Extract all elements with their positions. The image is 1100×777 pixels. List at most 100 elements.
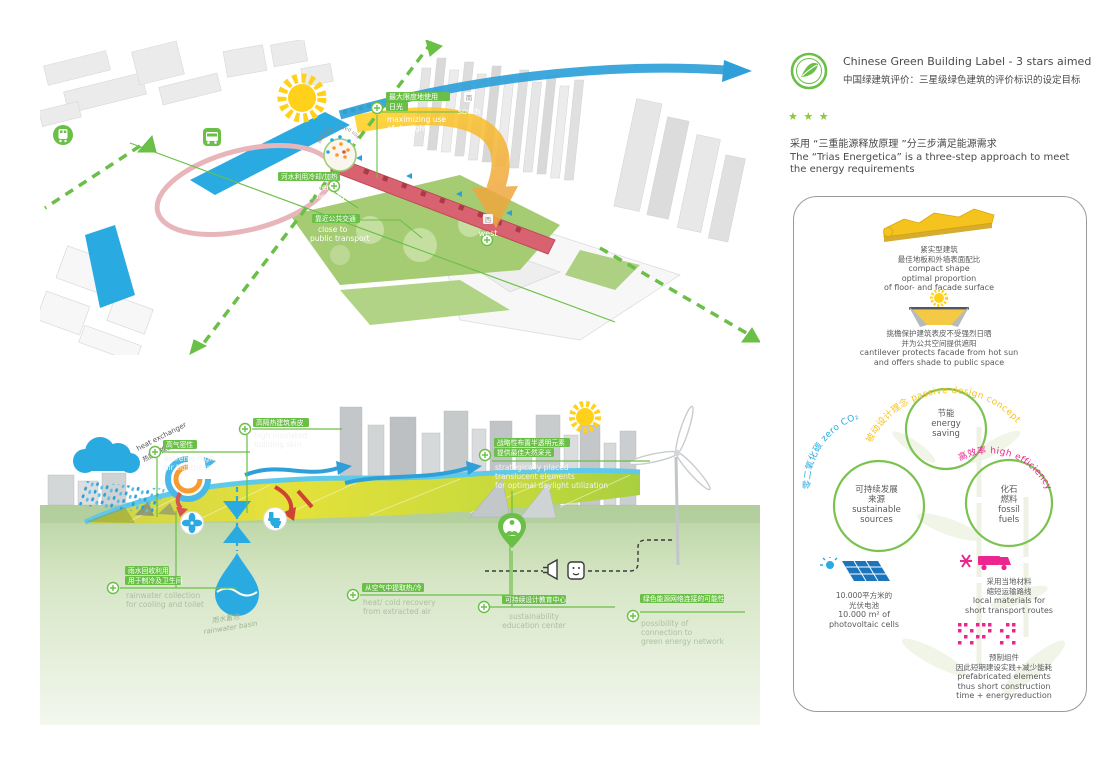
svg-text:提供最佳天然采光: 提供最佳天然采光 [497, 448, 552, 457]
transport-label: 靠近公共交通 close to public transport [310, 214, 370, 243]
svg-text:南: 南 [466, 93, 473, 102]
svg-text:south: south [458, 107, 480, 116]
svg-text:connection to: connection to [641, 628, 693, 637]
label-title-en: Chinese Green Building Label - 3 stars a… [843, 55, 1092, 68]
cantilever-en2: and offers shade to public space [873, 357, 1005, 367]
svg-text:日光: 日光 [389, 102, 403, 111]
svg-text:aquatic river: aquatic river [282, 183, 330, 192]
translucent-label: 战略性布置半透明元素 提供最佳天然采光 strategically placed… [494, 438, 608, 490]
compact-en3: of floor- and facade surface [883, 283, 994, 292]
cantilever-caption: 挑檐保护建筑表皮不受强烈日晒 并为公共空间提供遮阳 cantilever pro… [799, 329, 1079, 367]
energy-saving-loop: 节能 energy saving [891, 409, 1001, 439]
energy-en2: saving [932, 429, 960, 439]
svg-text:west: west [479, 229, 498, 238]
local-en2: short transport routes [965, 605, 1053, 615]
cantilever-zh2: 并为公共空间提供遮阳 [901, 338, 977, 348]
plus-icon [148, 445, 162, 459]
trias-energetica-panel: 紧实型建筑 最佳地板和外墙表面配比 compact shape optimal … [793, 196, 1087, 712]
compact-zh2: 最佳地板和外墙表面配比 [897, 254, 981, 264]
local-zh1: 采用当地材料 [986, 577, 1032, 586]
trias-intro-en2: the energy requirements [790, 164, 915, 175]
svg-text:for cooling and toilet: for cooling and toilet [126, 600, 204, 609]
svg-text:从空气中提取热/冷: 从空气中提取热/冷 [365, 583, 422, 592]
plus-icon [106, 581, 120, 595]
plus-icon [327, 179, 341, 193]
trias-intro: 采用 “三重能源释放原理 ”分三步满足能源需求 The “Trias Energ… [790, 139, 1090, 177]
wind-turbine [628, 405, 711, 566]
education-person-icon [498, 513, 526, 548]
airtight-label: 高气密性 extreme high air tightness [163, 440, 214, 472]
cantilever-en1: cantilever protects facade from hot sun [859, 348, 1019, 357]
sunpath-arrow [354, 107, 518, 228]
plus-icon [478, 448, 492, 462]
plus-icon [346, 588, 360, 602]
west-label: 西 west [479, 214, 498, 238]
section-diagram: 雨水蓄池 rainwater basin heat exchanger 热能交换… [40, 401, 760, 725]
river [85, 112, 350, 308]
sustainable-en2: sources [860, 515, 893, 525]
city-buildings [40, 40, 334, 127]
svg-text:air tightness: air tightness [164, 463, 211, 472]
compact-en1: compact shape [908, 264, 970, 273]
svg-text:雨水回收利用: 雨水回收利用 [128, 566, 169, 575]
svg-text:building skin: building skin [254, 440, 302, 449]
prefab-en2: thus short construction [957, 681, 1051, 691]
prefab-elements-icon [958, 623, 1016, 645]
wind-arrow [338, 60, 752, 120]
pv-caption: 10.000平方米的 光伏电池 10.000 m² of photovoltai… [794, 591, 934, 629]
rainfall [78, 481, 165, 513]
svg-text:possibility of: possibility of [641, 619, 689, 628]
ventilation-fan-icon [180, 511, 204, 535]
site-plan-diagram: 混合功能 mixed use 最大限度地使用 日光 maximizing use… [40, 40, 760, 355]
local-zh2: 缩短运输路线 [986, 586, 1032, 596]
rain-cloud-icon [73, 437, 140, 473]
prefab-zh2: 因此短期建设实践+减少能耗 [955, 662, 1053, 672]
svg-text:rainwater collection: rainwater collection [126, 591, 200, 600]
ground [40, 505, 760, 725]
local-caption: 采用当地材料 缩短运输路线 local materials for short … [934, 577, 1084, 615]
plus-icon [477, 600, 491, 614]
heat-exchanger-icon [165, 456, 216, 517]
fossil-zh1: 化石 [1000, 485, 1018, 495]
pv-zh2: 光伏电池 [849, 600, 879, 610]
trias-intro-zh: 采用 “三重能源释放原理 ”分三步满足能源需求 [790, 139, 997, 150]
solar-panel-icon [820, 557, 890, 582]
toilet-icon [263, 507, 287, 531]
airflow-arrows [244, 461, 482, 521]
cantilever-zh1: 挑檐保护建筑表皮不受强烈日晒 [886, 329, 992, 338]
sustainable-zh1: 可持续发展 [855, 485, 898, 495]
svg-text:for optimal daylight utilizati: for optimal daylight utilization [495, 481, 608, 490]
fossil-en2: fuels [998, 515, 1020, 525]
svg-text:sustainability: sustainability [509, 612, 559, 621]
three-stars: ★ ★ ★ [788, 110, 830, 123]
svg-text:maximizing use: maximizing use [387, 115, 446, 124]
socket-icon [567, 561, 585, 580]
prefab-en3: time + energyreduction [956, 691, 1052, 700]
rainwater-flow [223, 487, 251, 551]
bus-icon [203, 128, 221, 146]
fossil-loop: 化石 燃料 fossil fuels [949, 485, 1069, 525]
svg-text:green energy network: green energy network [641, 637, 725, 646]
pv-en2: photovoltaic cells [828, 619, 900, 629]
svg-text:high insulated: high insulated [254, 431, 307, 440]
plus-icon [370, 101, 384, 115]
svg-text:可持续设计教育中心: 可持续设计教育中心 [505, 595, 566, 604]
pv-en1: 10.000 m² of [838, 610, 890, 619]
svg-text:西: 西 [485, 216, 492, 224]
prefab-zh1: 预制组件 [989, 653, 1019, 662]
prefab-caption: 预制组件 因此短期建设实践+减少能耗 prefabricated element… [924, 653, 1084, 701]
trias-intro-en1: The “Trias Energetica” is a three-step a… [790, 151, 1070, 163]
plus-icon [238, 422, 252, 436]
svg-text:strategically placed: strategically placed [495, 463, 569, 472]
plus-icon [626, 609, 640, 623]
trias-trefoil-diagram: 被动设计理念 passive design concept 零二氧化碳 zero… [802, 386, 1054, 553]
rainwater-label: 雨水回收利用 用于制冷及卫生间 rainwater collection for… [125, 566, 204, 609]
cantilever-icon [909, 289, 969, 327]
compact-caption: 紧实型建筑 最佳地板和外墙表面配比 compact shape optimal … [804, 245, 1074, 293]
fossil-en1: fossil [998, 505, 1020, 515]
svg-text:高气密性: 高气密性 [166, 440, 193, 449]
green-building-label-logo [790, 52, 828, 90]
svg-text:of daylight: of daylight [387, 124, 427, 133]
prefab-en1: prefabricated elements [957, 672, 1051, 681]
